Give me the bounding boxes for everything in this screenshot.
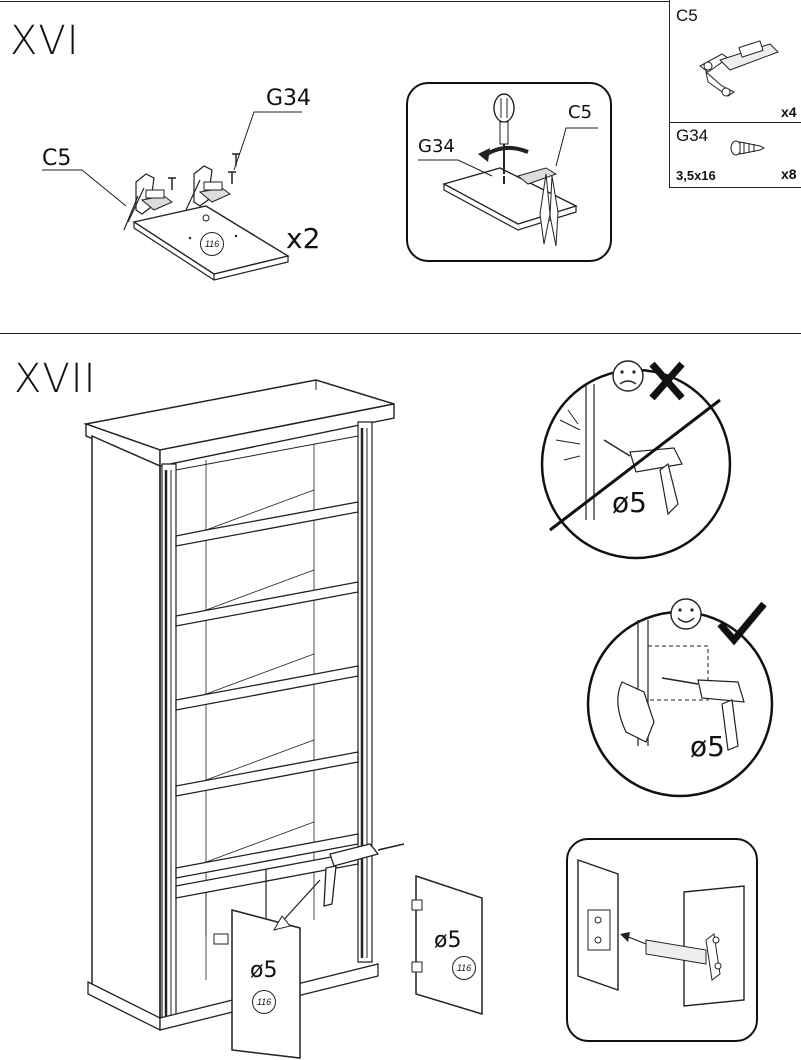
correct-drilling-illustration bbox=[580, 596, 800, 806]
parts-box-bottom-border bbox=[669, 187, 801, 188]
wrong-drilling-illustration bbox=[520, 360, 800, 590]
step-number-xvi: XVI bbox=[10, 18, 80, 64]
hinge-fitting-drawing bbox=[568, 840, 756, 1040]
step16-leader-lines bbox=[0, 0, 801, 333]
sad-face-icon bbox=[613, 361, 643, 391]
bookcase-drawing bbox=[0, 340, 520, 1059]
hinge-icon bbox=[124, 174, 172, 230]
part-code-c5: C5 bbox=[676, 6, 698, 25]
parts-box-middle-border bbox=[669, 122, 801, 123]
detail-callout-c5: C5 bbox=[568, 102, 593, 123]
screw-icon bbox=[168, 178, 176, 190]
door-left bbox=[228, 910, 304, 1060]
drill-icon bbox=[662, 678, 744, 750]
parts-box-left-border bbox=[669, 0, 670, 188]
cross-icon bbox=[652, 364, 682, 398]
top-border bbox=[0, 1, 670, 2]
hinge-icon bbox=[670, 0, 801, 120]
door-right-part-badge: 116 bbox=[452, 956, 476, 980]
part-qty-g34: x8 bbox=[781, 166, 797, 182]
part-code-g34: G34 bbox=[676, 126, 709, 145]
smile-face-icon bbox=[671, 599, 701, 629]
hinge-detail-panel bbox=[566, 838, 758, 1042]
part-qty-c5: x4 bbox=[781, 104, 797, 120]
callout-c5: C5 bbox=[42, 146, 72, 171]
section-divider bbox=[0, 333, 801, 334]
part-number-badge: 116 bbox=[200, 232, 224, 256]
hinge-icon bbox=[186, 166, 230, 210]
correct-drill-size: ø5 bbox=[690, 730, 725, 763]
screw-icon bbox=[670, 0, 801, 188]
wrong-drill-size: ø5 bbox=[612, 486, 647, 519]
detail-callout-g34: G34 bbox=[418, 136, 455, 157]
screwdriver-detail-panel: G34 C5 bbox=[406, 82, 612, 262]
parts-list: C5 x4 G34 3,5x16 x8 bbox=[670, 0, 801, 188]
screwdriver-detail-drawing bbox=[408, 84, 610, 260]
detail-leaders bbox=[408, 84, 610, 260]
drill-icon bbox=[604, 440, 682, 514]
screw-icon bbox=[228, 172, 236, 184]
step-number-xvii: XVII bbox=[14, 356, 97, 402]
hinge-icon bbox=[646, 934, 721, 980]
callout-g34: G34 bbox=[266, 86, 312, 111]
door-left-drill-size: ø5 bbox=[250, 958, 278, 983]
part-size-g34: 3,5x16 bbox=[676, 168, 716, 183]
drill-icon bbox=[324, 844, 404, 906]
door-right-drill-size: ø5 bbox=[434, 928, 462, 953]
door-left-part-badge: 116 bbox=[252, 990, 276, 1014]
check-icon bbox=[720, 604, 764, 640]
quantity-multiplier: x2 bbox=[286, 222, 321, 255]
